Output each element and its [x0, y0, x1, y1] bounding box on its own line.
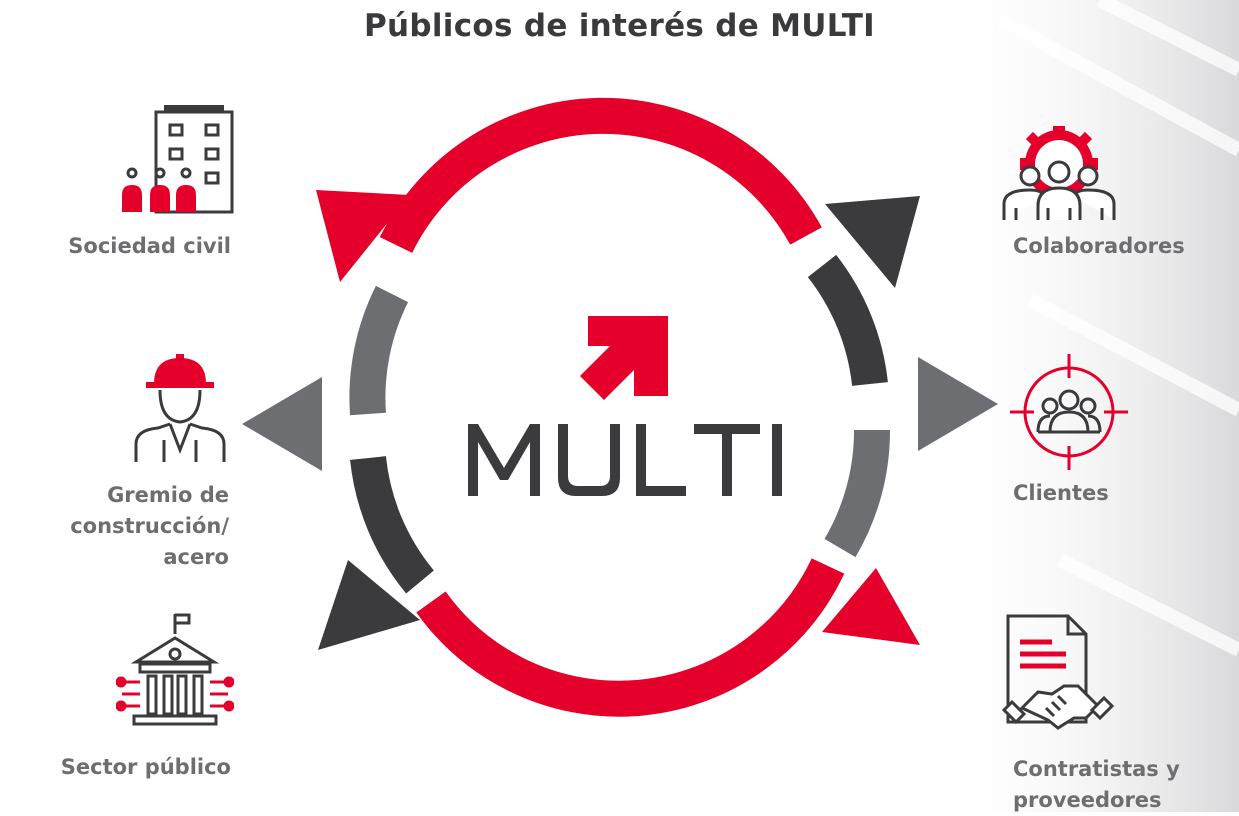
team-gear-icon — [1002, 126, 1116, 220]
label-sociedad-civil: Sociedad civil — [68, 234, 231, 258]
label-contratistas: Contratistas y proveedores — [1013, 757, 1180, 812]
clients-target-icon — [1010, 354, 1128, 470]
arc-bottom-red — [416, 558, 845, 717]
arc-right-lower — [824, 429, 891, 558]
arrow-to-sector-publico — [318, 560, 420, 650]
construction-worker-icon — [134, 354, 226, 462]
label-sector-publico: Sector público — [60, 755, 231, 779]
government-building-icon — [116, 613, 234, 726]
building-community-icon — [122, 105, 234, 214]
cycle-arcs — [349, 97, 891, 717]
arrow-to-clientes — [918, 357, 998, 451]
label-gremio: Gremio de construcción/ acero — [70, 483, 229, 569]
multi-logo-mark — [580, 316, 668, 400]
arrow-to-sociedad-civil — [316, 190, 410, 282]
contract-handshake-icon — [1002, 614, 1114, 730]
arc-left-lower — [350, 455, 435, 594]
arc-top-red — [379, 97, 822, 253]
arrow-to-colaboradores — [825, 196, 920, 288]
arc-right-upper — [807, 254, 888, 387]
arrow-to-contratistas — [822, 568, 920, 645]
cycle-arrowheads — [242, 190, 998, 650]
multi-wordmark — [468, 424, 782, 496]
arc-left-upper — [349, 285, 409, 416]
page-title: Públicos de interés de MULTI — [364, 8, 875, 44]
arrow-to-gremio — [242, 377, 322, 471]
label-clientes: Clientes — [1013, 481, 1109, 505]
label-colaboradores: Colaboradores — [1013, 234, 1185, 258]
